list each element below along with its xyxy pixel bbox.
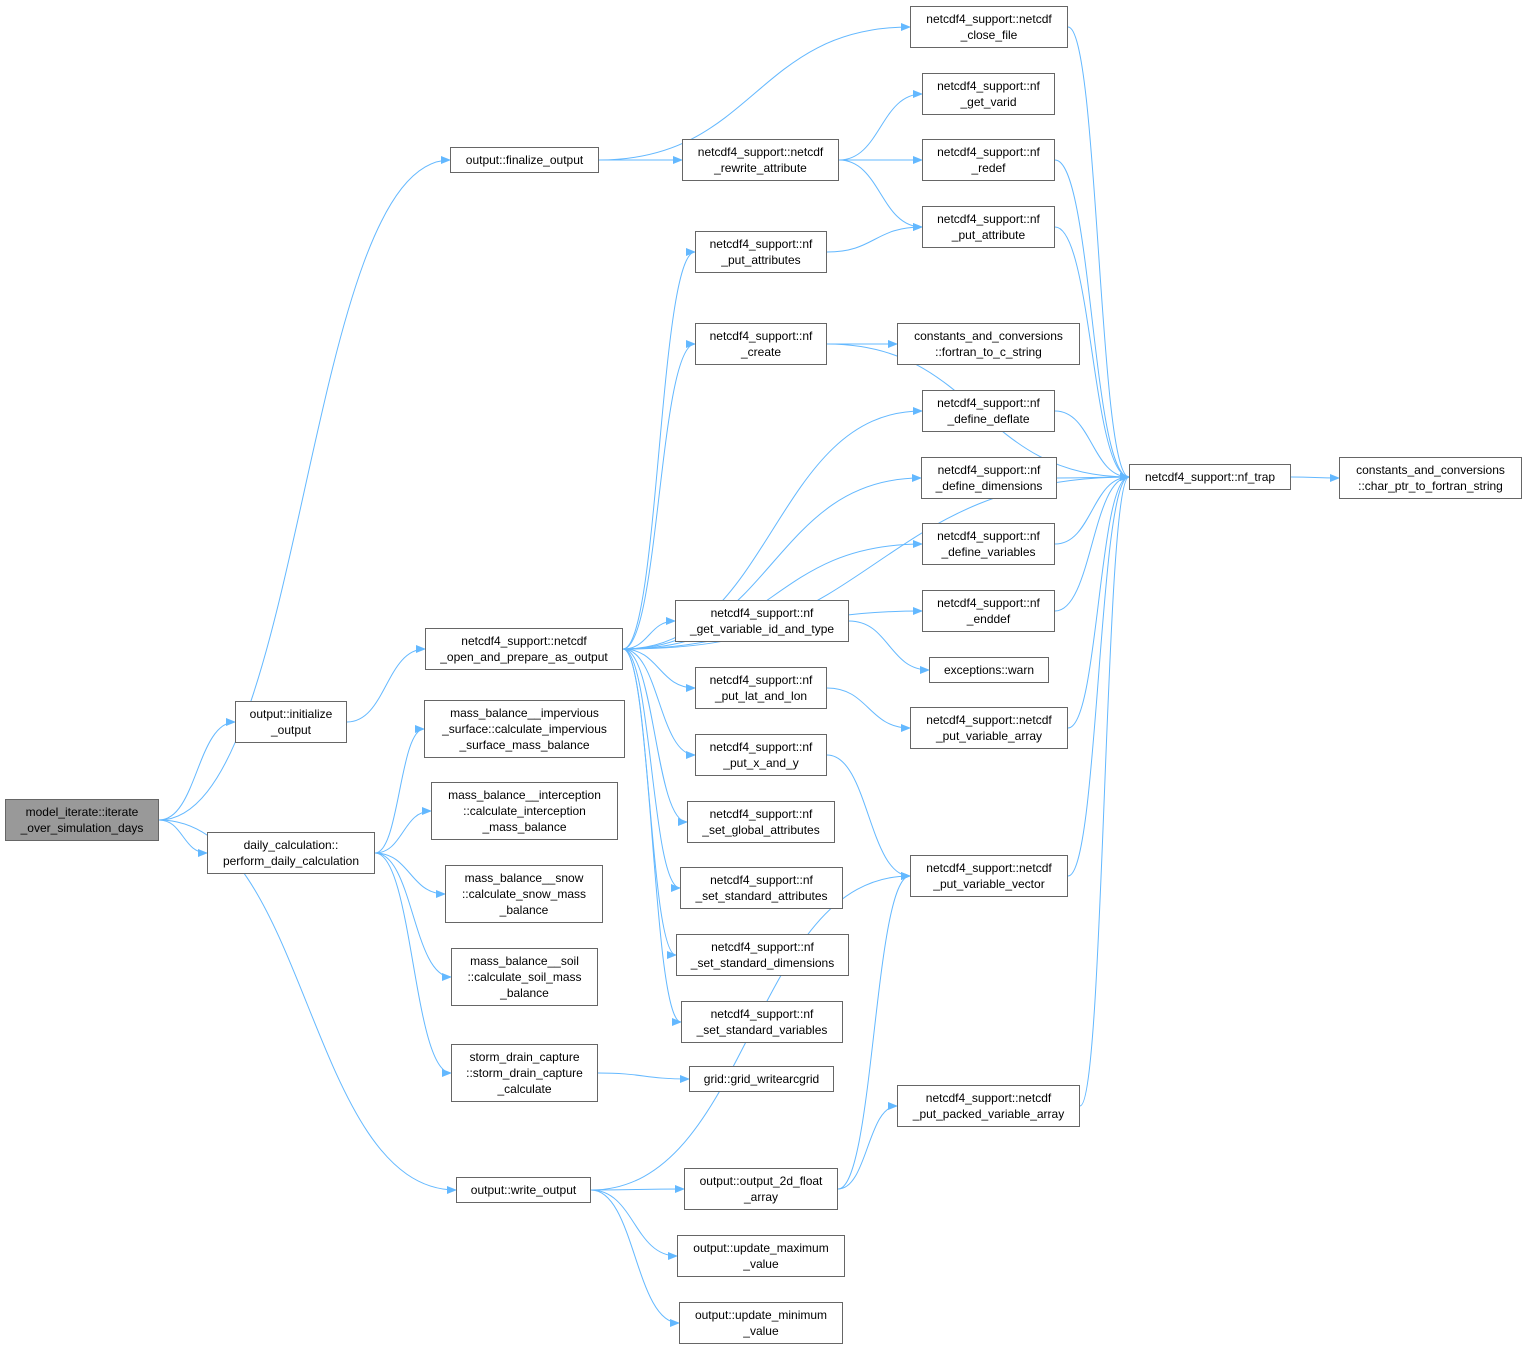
edge-define-variables-to-nf-trap bbox=[1054, 473, 1130, 545]
node-storm-drain[interactable]: storm_drain_capture ::storm_drain_captur… bbox=[451, 1044, 598, 1102]
edge-write-output-to-update-min bbox=[590, 1189, 680, 1327]
node-set-std-attr[interactable]: netcdf4_support::nf _set_standard_attrib… bbox=[680, 867, 843, 909]
node-mb-interception[interactable]: mass_balance__interception ::calculate_i… bbox=[431, 782, 618, 840]
node-define-variables[interactable]: netcdf4_support::nf _define_variables bbox=[922, 523, 1055, 565]
edge-rewrite-attr-to-get-varid bbox=[838, 90, 923, 161]
node-update-max[interactable]: output::update_maximum _value bbox=[677, 1235, 845, 1277]
edge-output-2d-to-put-packed bbox=[837, 1102, 898, 1190]
node-warn[interactable]: exceptions::warn bbox=[929, 657, 1049, 683]
node-define-dimensions[interactable]: netcdf4_support::nf _define_dimensions bbox=[921, 457, 1057, 499]
edge-redef-to-nf-trap bbox=[1054, 159, 1130, 481]
edge-iterate-to-finalize bbox=[158, 156, 451, 821]
edge-open-prepare-to-get-var-id-type bbox=[622, 617, 676, 650]
edge-open-prepare-to-set-global bbox=[622, 648, 688, 826]
edge-open-prepare-to-set-std-attr bbox=[622, 648, 681, 892]
edge-finalize-to-close-file bbox=[598, 23, 911, 161]
edge-storm-drain-to-grid-write bbox=[597, 1072, 690, 1083]
node-update-min[interactable]: output::update_minimum _value bbox=[679, 1302, 843, 1344]
node-put-attributes[interactable]: netcdf4_support::nf _put_attributes bbox=[695, 231, 827, 273]
edge-put-var-array-to-nf-trap bbox=[1067, 473, 1130, 729]
node-daily[interactable]: daily_calculation:: perform_daily_calcul… bbox=[207, 832, 375, 874]
edge-put-x-y-to-put-var-vector bbox=[826, 754, 911, 880]
node-mb-impervious[interactable]: mass_balance__impervious _surface::calcu… bbox=[424, 700, 625, 758]
edge-open-prepare-to-set-std-vars bbox=[622, 648, 682, 1026]
edge-put-attributes-to-put-attribute bbox=[826, 223, 923, 253]
node-get-varid[interactable]: netcdf4_support::nf _get_varid bbox=[922, 73, 1055, 115]
edge-iterate-to-initialize bbox=[158, 718, 236, 821]
node-iterate: model_iterate::iterate _over_simulation_… bbox=[5, 799, 159, 841]
edge-put-packed-to-nf-trap bbox=[1079, 473, 1130, 1107]
node-rewrite-attr[interactable]: netcdf4_support::netcdf _rewrite_attribu… bbox=[682, 139, 839, 181]
node-char-ptr[interactable]: constants_and_conversions ::char_ptr_to_… bbox=[1339, 457, 1522, 499]
node-set-global[interactable]: netcdf4_support::nf _set_global_attribut… bbox=[687, 801, 835, 843]
node-close-file[interactable]: netcdf4_support::netcdf _close_file bbox=[910, 6, 1068, 48]
node-put-lat-lon[interactable]: netcdf4_support::nf _put_lat_and_lon bbox=[695, 667, 827, 709]
node-write-output[interactable]: output::write_output bbox=[456, 1177, 591, 1203]
edge-daily-to-storm-drain bbox=[374, 852, 452, 1077]
edge-enddef-to-nf-trap bbox=[1054, 473, 1130, 612]
node-initialize[interactable]: output::initialize _output bbox=[235, 701, 347, 743]
edge-daily-to-mb-impervious bbox=[374, 725, 425, 854]
node-put-var-array[interactable]: netcdf4_support::netcdf _put_variable_ar… bbox=[910, 707, 1068, 749]
node-finalize[interactable]: output::finalize_output bbox=[450, 147, 599, 173]
edge-nf-trap-to-char-ptr bbox=[1290, 473, 1340, 482]
node-get-var-id-type[interactable]: netcdf4_support::nf _get_variable_id_and… bbox=[675, 600, 849, 642]
node-open-prepare[interactable]: netcdf4_support::netcdf _open_and_prepar… bbox=[425, 628, 623, 670]
node-output-2d[interactable]: output::output_2d_float _array bbox=[684, 1168, 838, 1210]
node-set-std-vars[interactable]: netcdf4_support::nf _set_standard_variab… bbox=[681, 1001, 843, 1043]
node-redef[interactable]: netcdf4_support::nf _redef bbox=[922, 139, 1055, 181]
edge-daily-to-mb-snow bbox=[374, 852, 446, 898]
edge-open-prepare-to-put-x-y bbox=[622, 648, 696, 759]
edge-open-prepare-to-put-attributes bbox=[622, 248, 696, 650]
edge-iterate-to-daily bbox=[158, 819, 208, 857]
edge-initialize-to-open-prepare bbox=[346, 645, 426, 723]
node-fortran-to-c[interactable]: constants_and_conversions ::fortran_to_c… bbox=[897, 323, 1080, 365]
edge-define-dimensions-to-nf-trap bbox=[1056, 473, 1130, 482]
node-define-deflate[interactable]: netcdf4_support::nf _define_deflate bbox=[922, 390, 1055, 432]
edge-daily-to-mb-soil bbox=[374, 852, 452, 981]
edge-define-deflate-to-nf-trap bbox=[1054, 410, 1130, 481]
node-mb-snow[interactable]: mass_balance__snow ::calculate_snow_mass… bbox=[445, 865, 603, 923]
edge-open-prepare-to-define-variables bbox=[622, 540, 923, 650]
node-enddef[interactable]: netcdf4_support::nf _enddef bbox=[922, 590, 1055, 632]
edge-put-lat-lon-to-put-var-array bbox=[826, 687, 911, 732]
edge-open-prepare-to-nf-create bbox=[622, 340, 696, 650]
node-set-std-dims[interactable]: netcdf4_support::nf _set_standard_dimens… bbox=[676, 934, 849, 976]
node-nf-trap[interactable]: netcdf4_support::nf_trap bbox=[1129, 464, 1291, 490]
edge-close-file-to-nf-trap bbox=[1067, 26, 1130, 481]
node-mb-soil[interactable]: mass_balance__soil ::calculate_soil_mass… bbox=[451, 948, 598, 1006]
node-put-attribute[interactable]: netcdf4_support::nf _put_attribute bbox=[922, 206, 1055, 248]
edge-output-2d-to-put-var-vector bbox=[837, 872, 911, 1190]
edge-open-prepare-to-put-lat-lon bbox=[622, 648, 696, 692]
edge-write-output-to-update-max bbox=[590, 1189, 678, 1260]
node-put-packed[interactable]: netcdf4_support::netcdf _put_packed_vari… bbox=[897, 1085, 1080, 1127]
edge-daily-to-mb-interception bbox=[374, 807, 432, 854]
edge-rewrite-attr-to-put-attribute bbox=[838, 159, 923, 231]
edge-write-output-to-output-2d bbox=[590, 1185, 685, 1194]
node-nf-create[interactable]: netcdf4_support::nf _create bbox=[695, 323, 827, 365]
edge-put-var-vector-to-nf-trap bbox=[1067, 473, 1130, 877]
node-put-var-vector[interactable]: netcdf4_support::netcdf _put_variable_ve… bbox=[910, 855, 1068, 897]
node-grid-write[interactable]: grid::grid_writearcgrid bbox=[689, 1066, 834, 1092]
edge-get-var-id-type-to-warn bbox=[848, 620, 930, 674]
node-put-x-y[interactable]: netcdf4_support::nf _put_x_and_y bbox=[695, 734, 827, 776]
edge-put-attribute-to-nf-trap bbox=[1054, 226, 1130, 481]
